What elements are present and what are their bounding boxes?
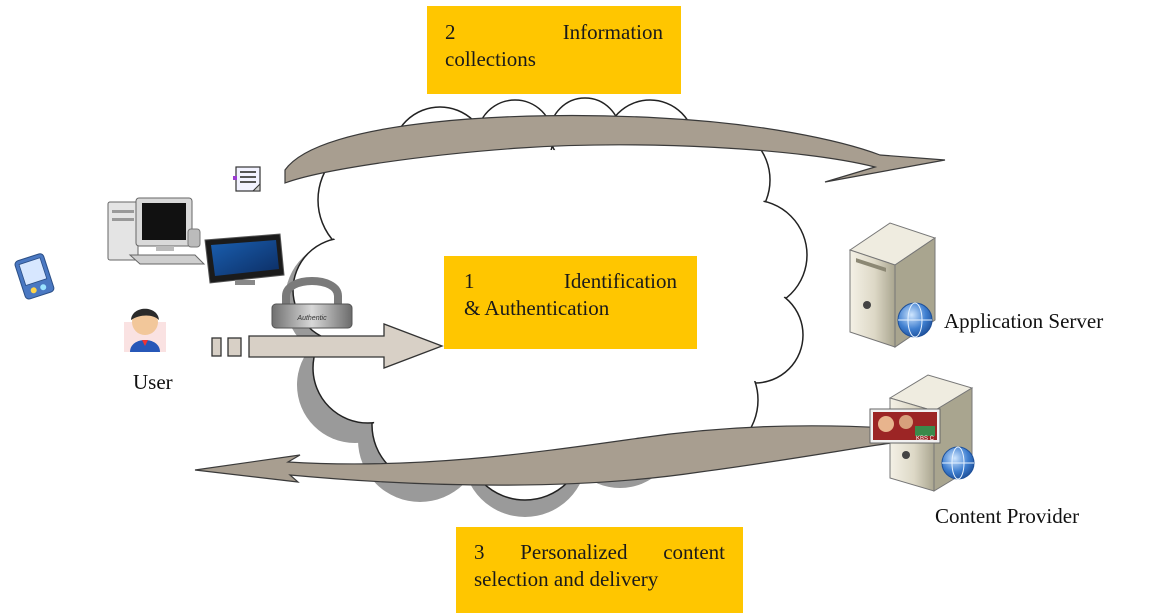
content-delivery-arrow [194, 425, 893, 486]
arrow-block-1 [211, 337, 222, 357]
globe-icon [897, 302, 933, 338]
globe-icon [941, 446, 975, 480]
step-1-identification-label: 1 Identification & Authentication [444, 256, 697, 349]
step-2-word: Information [562, 20, 663, 44]
application-server-caption: Application Server [944, 309, 1104, 333]
step-2-rest: collections [445, 47, 536, 71]
step-3-delivery-label: 3 Personalized content selection and del… [456, 527, 743, 613]
document-icon [233, 166, 261, 192]
user-request-arrow [211, 323, 444, 369]
monitor-icon [204, 233, 285, 285]
step-1-word: Identification [563, 269, 677, 293]
padlock-icon: Authentic [271, 277, 353, 329]
information-collection-arrow [284, 114, 946, 184]
content-provider-caption: Content Provider [935, 504, 1080, 528]
step-2-number: 2 [445, 20, 456, 44]
step-2-information-collections-label: 2 Information collections [427, 6, 681, 94]
arrow-block-2 [227, 337, 242, 357]
step-3-line-1: 3 Personalized content [474, 540, 725, 564]
tv-content-text: KBS C [916, 436, 935, 442]
pda-icon [14, 253, 55, 300]
user-caption: User [133, 370, 173, 394]
padlock-text: Authentic [296, 315, 327, 322]
tv-content-icon: KBS C [869, 408, 941, 444]
user-avatar-icon [124, 308, 166, 352]
step-1-number: 1 [464, 269, 475, 293]
step-1-rest: & Authentication [464, 296, 610, 320]
arrow-body [248, 323, 444, 369]
step-3-line-2: selection and delivery [474, 567, 659, 591]
desktop-computer-icon [107, 197, 206, 265]
